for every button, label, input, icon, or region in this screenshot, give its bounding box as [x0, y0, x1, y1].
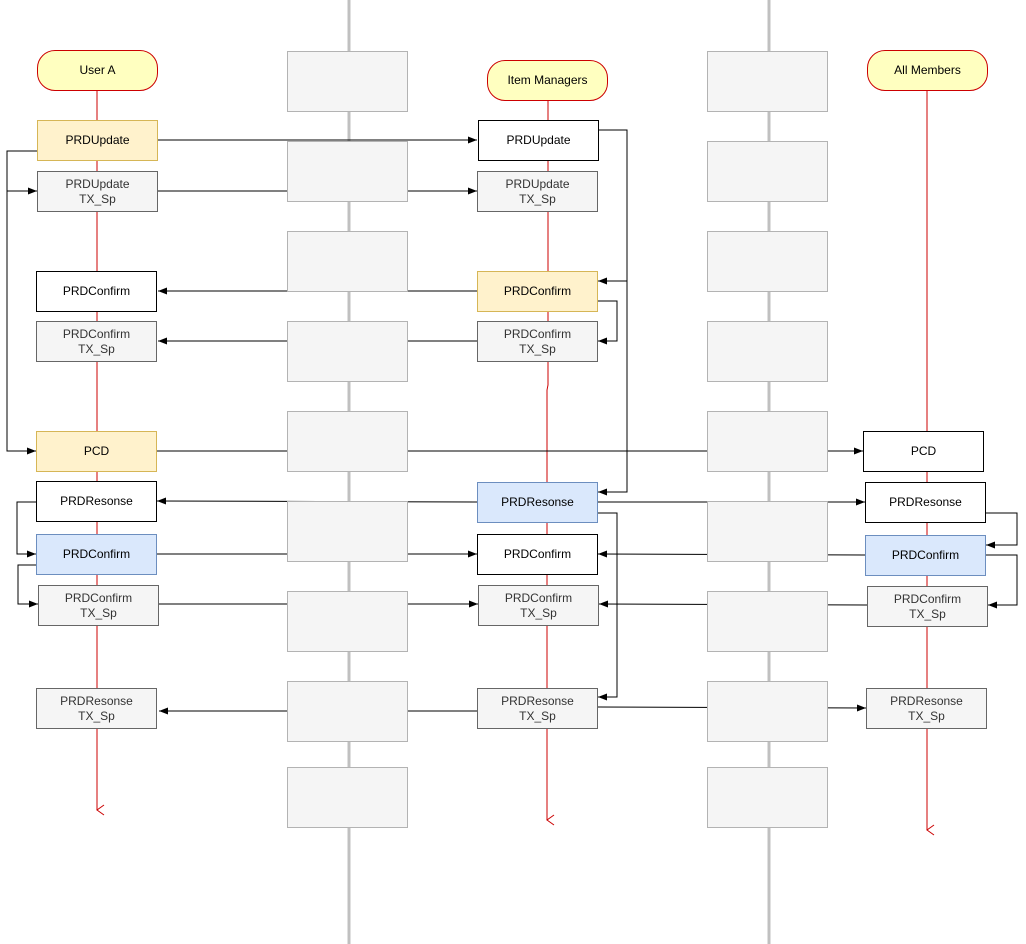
arrow-resonse-to-resonse-tx — [597, 512, 618, 701]
user-a-prdconfirm-2[interactable]: PRDConfirm — [36, 534, 157, 575]
lane-box-left-8 — [287, 681, 408, 742]
members-prdresonse-tx-suffix: TX_Sp — [908, 708, 945, 723]
members-prdconfirm-label: PRDConfirm — [891, 548, 960, 562]
actor-user-a-label: User A — [79, 63, 116, 77]
members-prdresonse-tx[interactable]: PRDResonse TX_Sp — [866, 688, 987, 729]
managers-prdresonse-tx-suffix: TX_Sp — [519, 708, 556, 723]
user-a-prdupdate-tx-label: PRDUpdate — [65, 176, 130, 191]
actor-all-members[interactable]: All Members — [867, 50, 988, 91]
members-prdconfirm[interactable]: PRDConfirm — [865, 535, 986, 576]
members-prdconfirm-tx[interactable]: PRDConfirm TX_Sp — [867, 586, 988, 627]
actor-user-a[interactable]: User A — [37, 50, 158, 91]
arrow-members-resonse-to-confirm — [985, 512, 1018, 549]
user-a-prdconfirm[interactable]: PRDConfirm — [36, 271, 157, 312]
user-a-prdresonse-label: PRDResonse — [60, 494, 133, 508]
user-a-prdconfirm-tx-2-label: PRDConfirm — [64, 590, 133, 605]
managers-prdupdate-tx[interactable]: PRDUpdate TX_Sp — [477, 171, 598, 212]
user-a-prdupdate-tx[interactable]: PRDUpdate TX_Sp — [37, 171, 158, 212]
managers-prdconfirm-2-label: PRDConfirm — [503, 547, 572, 561]
actor-item-managers[interactable]: Item Managers — [487, 60, 608, 101]
arrow-loop-to-pcd — [6, 191, 36, 455]
lane-box-left-7 — [287, 591, 408, 652]
user-a-prdconfirm-tx-suffix: TX_Sp — [78, 341, 115, 356]
managers-prdresonse-tx-label: PRDResonse — [501, 693, 574, 708]
lane-box-right-7 — [707, 591, 828, 652]
managers-prdconfirm-2[interactable]: PRDConfirm — [477, 534, 598, 575]
managers-prdconfirm-tx-2[interactable]: PRDConfirm TX_Sp — [478, 585, 599, 626]
managers-prdresonse-tx[interactable]: PRDResonse TX_Sp — [477, 688, 598, 729]
members-prdresonse[interactable]: PRDResonse — [865, 482, 986, 523]
members-prdresonse-label: PRDResonse — [889, 495, 962, 509]
managers-prdconfirm-tx-2-suffix: TX_Sp — [520, 605, 557, 620]
user-a-prdresonse-tx-label: PRDResonse — [60, 693, 133, 708]
lane-box-left-9 — [287, 767, 408, 828]
lane-box-left-5 — [287, 411, 408, 472]
arrow-managers-to-resonse — [598, 281, 628, 496]
managers-prdupdate-tx-label: PRDUpdate — [505, 176, 570, 191]
lane-box-left-3 — [287, 231, 408, 292]
managers-prdresonse[interactable]: PRDResonse — [477, 482, 598, 523]
members-pcd[interactable]: PCD — [863, 431, 984, 472]
lane-box-left-4 — [287, 321, 408, 382]
managers-prdupdate-tx-suffix: TX_Sp — [519, 191, 556, 206]
members-pcd-label: PCD — [910, 444, 937, 458]
user-a-prdresonse-tx-suffix: TX_Sp — [78, 708, 115, 723]
managers-prdconfirm-tx-suffix: TX_Sp — [519, 341, 556, 356]
members-prdconfirm-tx-label: PRDConfirm — [893, 591, 962, 606]
user-a-prdconfirm-tx[interactable]: PRDConfirm TX_Sp — [36, 321, 157, 362]
user-a-prdresonse[interactable]: PRDResonse — [36, 481, 157, 522]
managers-prdupdate-label: PRDUpdate — [506, 133, 571, 147]
lane-box-left-1 — [287, 51, 408, 112]
user-a-pcd-label: PCD — [83, 444, 110, 458]
managers-prdconfirm-tx-label: PRDConfirm — [503, 326, 572, 341]
lane-box-right-9 — [707, 767, 828, 828]
user-a-prdupdate[interactable]: PRDUpdate — [37, 120, 158, 161]
user-a-prdconfirm-label: PRDConfirm — [62, 284, 131, 298]
lane-box-right-2 — [707, 141, 828, 202]
user-a-prdupdate-label: PRDUpdate — [65, 133, 130, 147]
lane-box-right-6 — [707, 501, 828, 562]
managers-prdupdate[interactable]: PRDUpdate — [478, 120, 599, 161]
user-a-prdconfirm-tx-2[interactable]: PRDConfirm TX_Sp — [38, 585, 159, 626]
lane-box-right-1 — [707, 51, 828, 112]
user-a-prdupdate-tx-suffix: TX_Sp — [79, 191, 116, 206]
user-a-prdconfirm-tx-2-suffix: TX_Sp — [80, 605, 117, 620]
actor-all-members-label: All Members — [894, 63, 961, 77]
arrow-confirm-to-confirm-tx — [597, 300, 618, 345]
user-a-pcd[interactable]: PCD — [36, 431, 157, 472]
user-a-prdresonse-tx[interactable]: PRDResonse TX_Sp — [36, 688, 157, 729]
user-a-prdconfirm-2-label: PRDConfirm — [62, 547, 131, 561]
arrow-members-confirm-to-confirm-tx — [985, 554, 1018, 609]
lane-box-left-2 — [287, 141, 408, 202]
lane-box-right-3 — [707, 231, 828, 292]
arrow-user-resonse-to-confirm — [16, 501, 37, 558]
actor-item-managers-label: Item Managers — [507, 73, 588, 87]
managers-prdconfirm-label: PRDConfirm — [503, 284, 572, 298]
managers-prdconfirm-tx-2-label: PRDConfirm — [504, 590, 573, 605]
managers-prdresonse-label: PRDResonse — [501, 495, 574, 509]
managers-prdconfirm[interactable]: PRDConfirm — [477, 271, 598, 312]
arrow-managers-to-confirm — [598, 129, 628, 285]
user-a-prdconfirm-tx-label: PRDConfirm — [62, 326, 131, 341]
managers-prdconfirm-tx[interactable]: PRDConfirm TX_Sp — [477, 321, 598, 362]
members-prdresonse-tx-label: PRDResonse — [890, 693, 963, 708]
lane-box-right-8 — [707, 681, 828, 742]
members-prdconfirm-tx-suffix: TX_Sp — [909, 606, 946, 621]
arrow-loop-to-prdupdate-tx — [6, 150, 37, 195]
lane-box-right-4 — [707, 321, 828, 382]
arrow-user-confirm-to-confirm-tx — [17, 564, 38, 608]
lane-box-right-5 — [707, 411, 828, 472]
lane-box-left-6 — [287, 501, 408, 562]
